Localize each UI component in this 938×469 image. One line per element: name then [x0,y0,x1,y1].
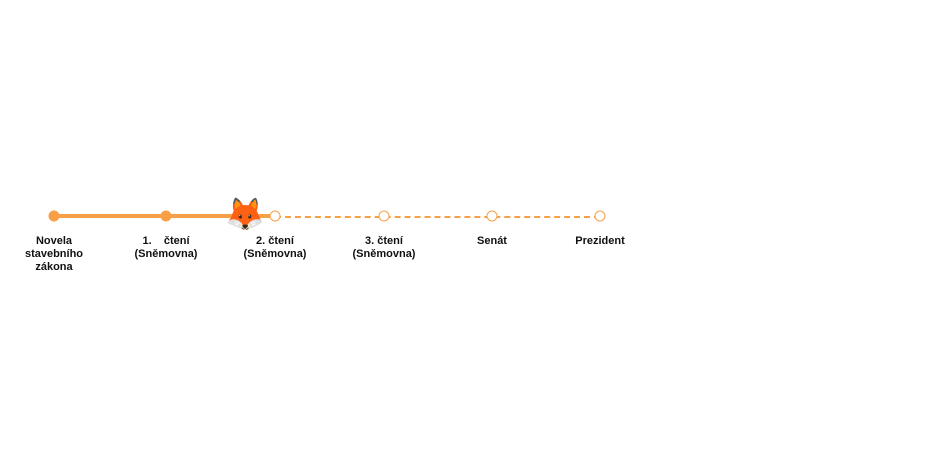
timeline-node-3-cteni[interactable] [378,210,390,222]
timeline-label-senat: Senát [477,235,507,247]
timeline-label-1-cteni: 1. čtení (Sněmovna) [134,235,198,260]
timeline-label-novela: Novela stavebního zákona [24,235,84,273]
timeline-node-prezident[interactable] [594,210,606,222]
timeline-label-2-cteni: 2. čtení (Sněmovna) [243,235,307,260]
timeline-node-novela[interactable] [48,210,60,222]
timeline-node-1-cteni[interactable] [160,210,172,222]
timeline-label-prezident: Prezident [575,235,625,247]
timeline-node-2-cteni[interactable] [269,210,281,222]
fox-icon: 🦊 [225,196,265,232]
timeline-node-senat[interactable] [486,210,498,222]
progress-line-pending [275,216,600,218]
timeline-label-3-cteni: 3. čtení (Sněmovna) [352,235,416,260]
